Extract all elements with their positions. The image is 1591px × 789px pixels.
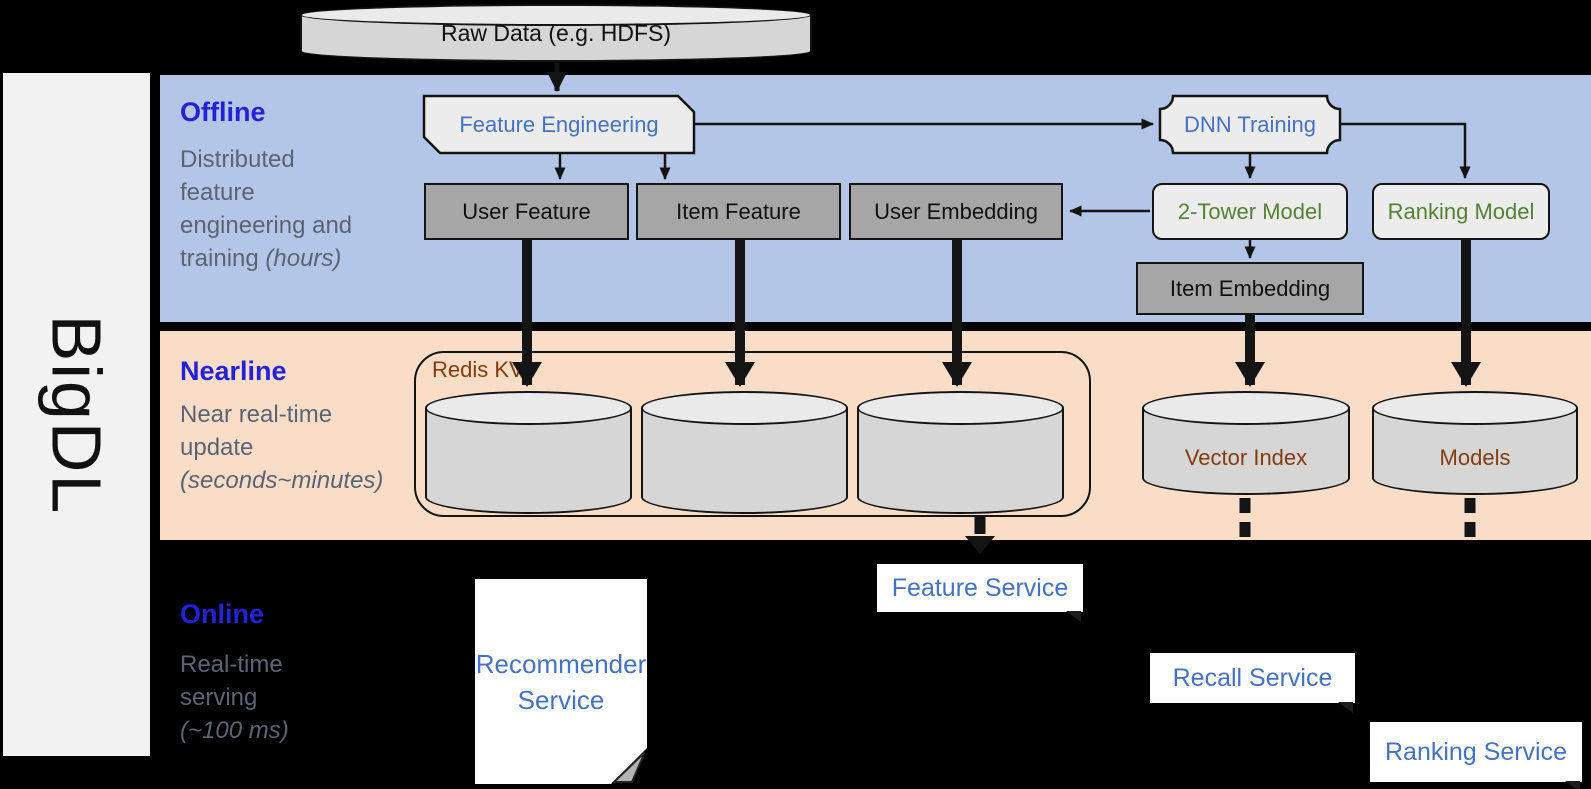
user-embedding-box: User Embedding — [849, 183, 1063, 240]
nearline-description: Near real-time update (seconds~minutes) — [180, 401, 384, 494]
raw-data-store: Raw Data (e.g. HDFS) — [300, 4, 812, 62]
redis-kv-label: Redis KV — [432, 357, 524, 382]
bigdl-sidebar: BigDL — [3, 73, 150, 756]
online-description: Real-time serving (~100 ms) — [180, 651, 289, 744]
dnn-training-label: DNN Training — [1183, 111, 1317, 137]
ranking-service-box: Ranking Service — [1370, 722, 1582, 789]
vector-index-label: Vector Index — [1184, 445, 1308, 470]
cylinder-top — [300, 4, 812, 26]
models-label: Models — [1439, 445, 1511, 470]
nearline-title: Nearline — [180, 356, 287, 386]
redis-cylinder-1 — [425, 391, 632, 514]
offline-description: Distributed feature engineering and trai… — [180, 146, 353, 272]
user-feature-box: User Feature — [424, 183, 629, 240]
feature-engineering-label: Feature Engineering — [459, 111, 659, 137]
recommender-service-doc: Recommender Service — [475, 579, 647, 784]
online-title: Online — [180, 599, 265, 629]
raw-data-label: Raw Data (e.g. HDFS) — [440, 20, 672, 46]
offline-title: Offline — [180, 97, 266, 127]
ranking-model-box: Ranking Model — [1372, 183, 1550, 240]
bigdl-label: BigDL — [37, 314, 116, 515]
two-tower-model-box: 2-Tower Model — [1152, 183, 1348, 240]
vector-index-store: Vector Index — [1142, 391, 1350, 495]
item-feature-box: Item Feature — [636, 183, 841, 240]
recall-service-box: Recall Service — [1150, 653, 1355, 713]
item-embedding-box: Item Embedding — [1136, 262, 1364, 315]
redis-cylinder-2 — [641, 391, 848, 514]
feature-service-box: Feature Service — [877, 564, 1083, 622]
redis-cylinder-3 — [857, 391, 1064, 514]
redis-kv-container — [414, 351, 1091, 517]
models-store: Models — [1372, 391, 1578, 495]
